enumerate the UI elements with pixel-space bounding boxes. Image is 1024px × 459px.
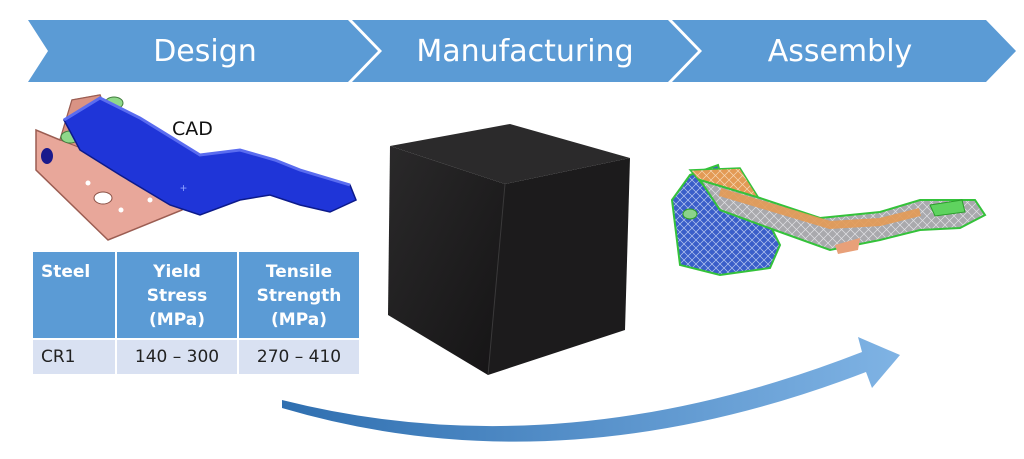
table-row: CR1 140 – 300 270 – 410 xyxy=(31,338,361,376)
curved-flow-arrow xyxy=(282,337,900,442)
banner-label-manufacturing: Manufacturing xyxy=(416,33,634,69)
header-tensile-line-1: Tensile xyxy=(265,262,333,282)
banner-step-manufacturing xyxy=(352,20,698,82)
cell-steel-grade: CR1 xyxy=(31,338,117,376)
header-tensile-line-2: Strength xyxy=(256,286,342,306)
table-header-row: Steel Yield Stress (MPa) Tensile Strengt… xyxy=(31,250,361,340)
header-tensile-strength: Tensile Strength (MPa) xyxy=(237,250,361,340)
materials-table: Steel Yield Stress (MPa) Tensile Strengt… xyxy=(31,250,361,376)
banner-step-assembly xyxy=(672,20,1016,82)
header-steel: Steel xyxy=(31,250,117,340)
header-steel-line: Steel xyxy=(41,262,91,282)
cell-yield-stress: 140 – 300 xyxy=(115,338,239,376)
header-tensile-line-3: (MPa) xyxy=(271,310,327,330)
banner-step-design xyxy=(28,20,378,82)
assembly-mesh-model xyxy=(670,163,987,277)
manufacturing-block xyxy=(388,124,630,376)
cell-tensile-strength: 270 – 410 xyxy=(237,338,361,376)
process-banner xyxy=(28,20,1016,82)
cad-label: CAD xyxy=(172,118,213,140)
header-yield-line-1: Yield xyxy=(153,262,201,282)
header-yield-stress: Yield Stress (MPa) xyxy=(115,250,239,340)
banner-label-assembly: Assembly xyxy=(767,33,913,69)
svg-text:+: + xyxy=(180,181,187,195)
header-yield-line-3: (MPa) xyxy=(149,310,205,330)
banner-label-design: Design xyxy=(153,33,257,69)
header-yield-line-2: Stress xyxy=(146,286,208,306)
cad-bracket-model: + xyxy=(35,94,357,241)
